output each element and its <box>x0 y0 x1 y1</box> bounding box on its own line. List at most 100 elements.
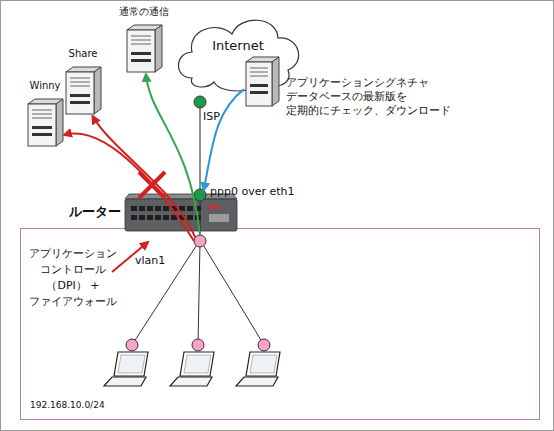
router-port <box>187 206 193 211</box>
traffic-arrow <box>93 116 196 237</box>
server-shape <box>125 22 163 74</box>
server-line <box>32 118 52 119</box>
server-slot <box>70 94 90 97</box>
router-body <box>125 199 237 231</box>
lan-wire <box>198 243 200 345</box>
laptop-display <box>250 355 277 373</box>
server-side <box>56 99 63 146</box>
laptop-display <box>118 355 145 373</box>
server-side <box>272 57 279 106</box>
router-port <box>179 215 185 220</box>
server-front <box>28 104 56 146</box>
laptop-screen <box>114 352 148 376</box>
server-slot <box>131 52 151 55</box>
router-port <box>139 206 145 211</box>
router-port <box>147 206 153 211</box>
router-port <box>163 206 169 211</box>
router-port <box>195 206 201 211</box>
server-line <box>131 36 151 37</box>
dot-green-node: ppp0 over eth1 <box>193 188 207 202</box>
server-line <box>70 86 90 87</box>
node-label: ISP <box>203 110 233 124</box>
interface-dot <box>194 235 206 247</box>
interface-dot <box>194 189 206 201</box>
dot-pink-node: vlan1 <box>193 234 207 248</box>
server-line <box>250 68 268 69</box>
server-side <box>155 25 162 72</box>
node-label: ppp0 over eth1 <box>210 185 320 199</box>
router-node: ルーター <box>125 194 237 232</box>
server-line <box>131 44 151 45</box>
router-port <box>139 215 145 220</box>
lan-band-outline <box>21 229 540 420</box>
laptop-display <box>184 355 211 373</box>
router-port <box>179 206 185 211</box>
server-line <box>70 82 90 83</box>
cloud-node: Internet <box>172 8 304 92</box>
node-label: アプリケーションシグネチャ データベースの最新版を 定期的にチェック、ダウンロー… <box>286 76 464 117</box>
server-shape <box>244 54 280 108</box>
host-dot <box>192 339 204 351</box>
router-port <box>195 215 201 220</box>
router-port <box>131 215 137 220</box>
traffic-arrow <box>204 89 244 190</box>
lan-wire <box>132 243 198 345</box>
router-port <box>171 215 177 220</box>
server-slot <box>70 101 90 104</box>
lan-wire <box>202 243 264 345</box>
server-line <box>70 78 90 79</box>
laptop-screen <box>246 352 280 376</box>
router-port <box>155 215 161 220</box>
server-front <box>246 62 272 106</box>
server-shape <box>64 64 102 116</box>
interface-dot <box>194 96 206 108</box>
cloud-outline <box>179 20 299 91</box>
server-line <box>250 72 268 73</box>
server-slot <box>250 91 268 94</box>
server-slot <box>32 126 52 129</box>
node-label: Winny <box>21 80 69 93</box>
router-port <box>131 206 137 211</box>
node-label: 192.168.10.0/24 <box>30 400 150 411</box>
server-node: アプリケーションシグネチャ データベースの最新版を 定期的にチェック、ダウンロー… <box>244 54 280 108</box>
server-side <box>94 67 101 114</box>
server-node: Winny <box>26 96 64 148</box>
router-shape <box>125 194 237 232</box>
node-label: 通常の通信 <box>114 6 174 19</box>
router-port <box>155 206 161 211</box>
dot-green-node: ISP <box>193 95 207 109</box>
router-led <box>209 205 219 209</box>
laptop-base <box>236 377 278 386</box>
dot-green-shape <box>193 95 207 109</box>
router-port <box>147 215 153 220</box>
server-line <box>32 110 52 111</box>
router-panel <box>209 214 229 222</box>
annotation-label: アプリケーション コントロール （DPI） + ファイアウォール <box>24 246 122 310</box>
server-node: 通常の通信 <box>125 22 163 74</box>
traffic-arrow <box>200 108 201 189</box>
server-slot <box>32 133 52 136</box>
host-dot <box>126 339 138 351</box>
node-label: Share <box>59 48 107 61</box>
laptop-icon <box>236 339 280 386</box>
node-label: ルーター <box>61 204 121 220</box>
laptop-screen <box>180 352 214 376</box>
laptop-icon <box>104 339 148 386</box>
node-label: Internet <box>172 38 304 54</box>
router-top <box>125 194 237 199</box>
server-line <box>32 114 52 115</box>
dot-green-shape <box>193 188 207 202</box>
laptop-icon <box>170 339 214 386</box>
router-port <box>171 206 177 211</box>
server-front <box>66 72 94 114</box>
server-slot <box>250 84 268 87</box>
dot-pink-shape <box>193 234 207 248</box>
server-front <box>127 30 155 72</box>
router-port <box>163 215 169 220</box>
server-node: Share <box>64 64 102 116</box>
server-line <box>250 76 268 77</box>
server-line <box>131 40 151 41</box>
host-dot <box>258 339 270 351</box>
